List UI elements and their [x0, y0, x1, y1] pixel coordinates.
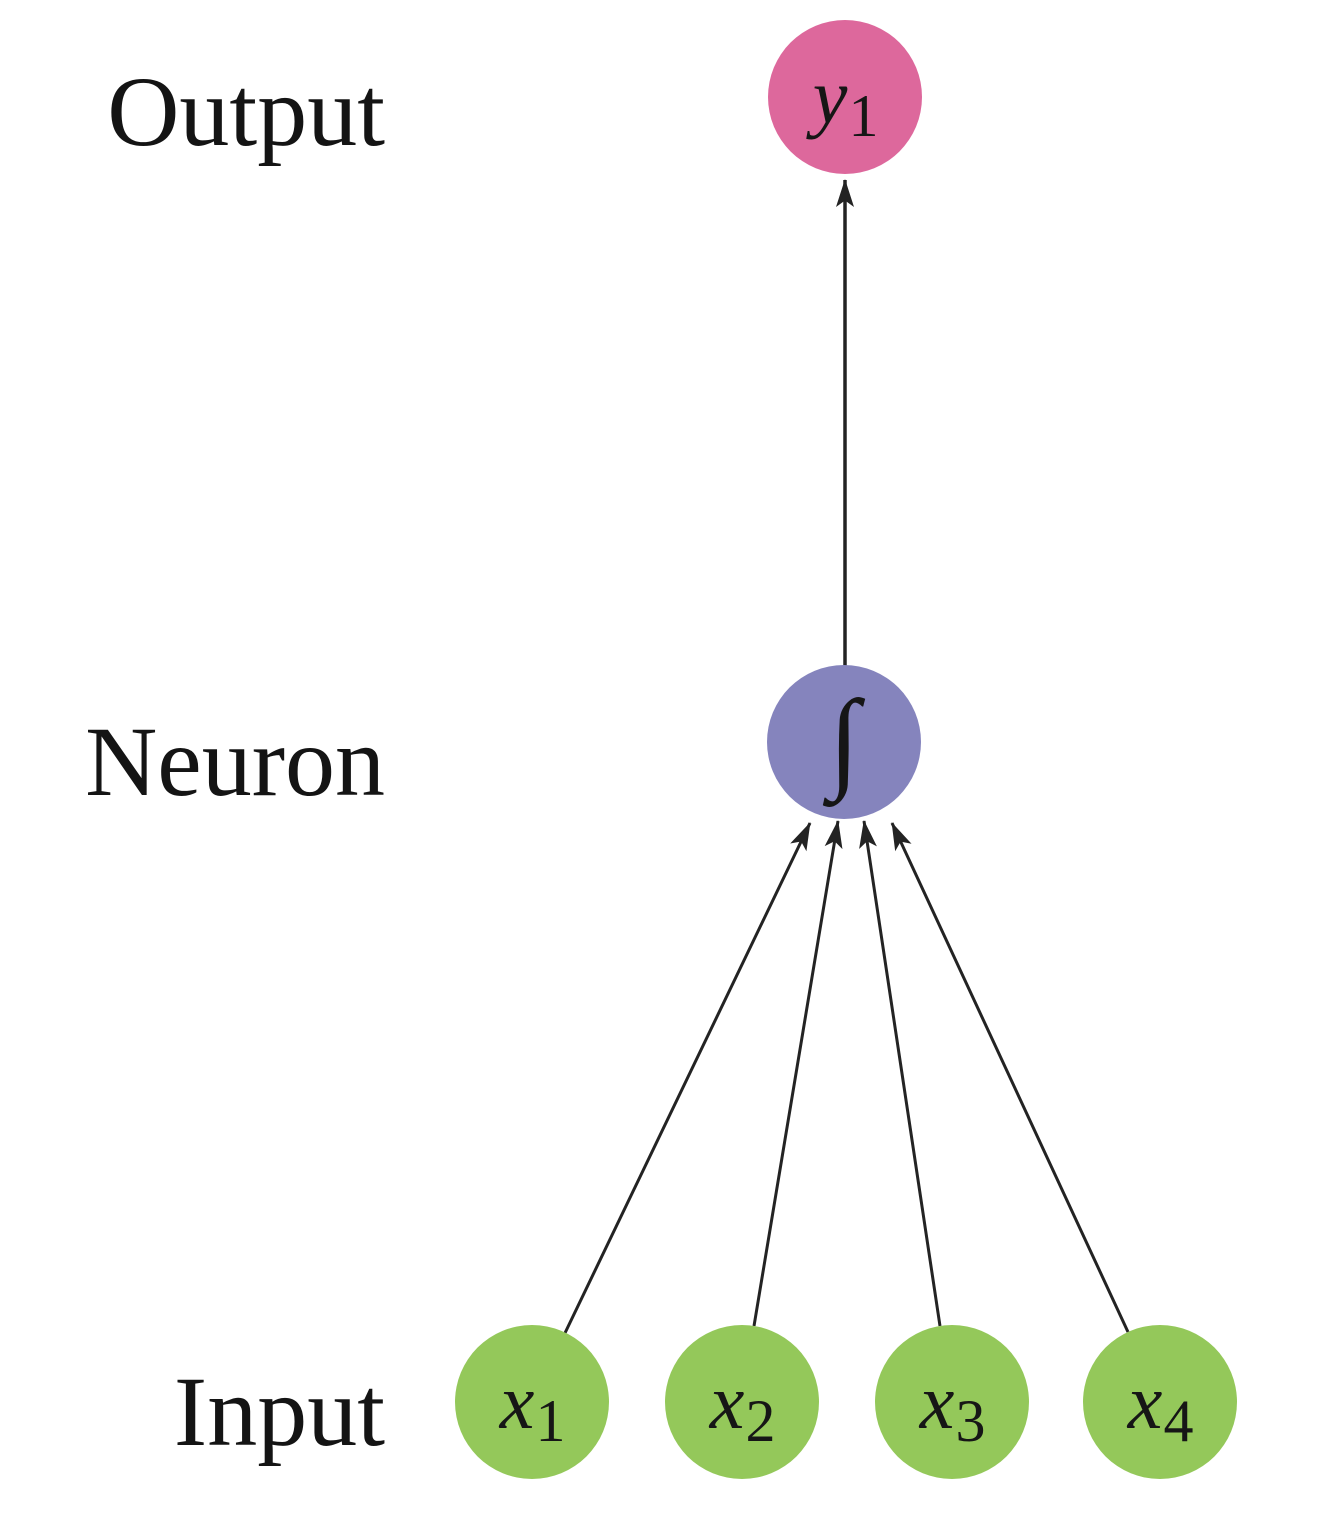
- node-neuron: ∫: [767, 665, 921, 819]
- row-label-input: Input: [173, 1356, 385, 1467]
- node-y1-base: y: [812, 53, 848, 140]
- row-label-neuron: Neuron: [85, 706, 385, 817]
- node-x3-base: x: [919, 1358, 955, 1445]
- node-input-x2: x2: [665, 1325, 819, 1479]
- node-x2-base: x: [709, 1358, 745, 1445]
- node-output-y1: y1: [768, 20, 922, 174]
- node-input-x1: x1: [455, 1325, 609, 1479]
- node-input-x4: x4: [1083, 1325, 1237, 1479]
- node-label-x3: x3: [920, 1363, 986, 1452]
- node-input-x3: x3: [875, 1325, 1029, 1479]
- node-label-x1: x1: [500, 1363, 566, 1452]
- node-label-x2: x2: [710, 1363, 776, 1452]
- row-label-output: Output: [107, 56, 385, 167]
- node-x4-subscript: 4: [1163, 1388, 1194, 1455]
- node-x3-subscript: 3: [955, 1388, 986, 1455]
- edge-x2-neuron: [752, 820, 843, 1327]
- edge-x4-neuron: [890, 822, 1130, 1333]
- node-x2-subscript: 2: [745, 1388, 776, 1455]
- node-x1-subscript: 1: [535, 1388, 566, 1455]
- node-x1-base: x: [499, 1358, 535, 1445]
- node-y1-subscript: 1: [848, 83, 879, 150]
- edge-x3-neuron: [859, 820, 942, 1327]
- node-label-y1: y1: [813, 58, 879, 147]
- integral-symbol: ∫: [828, 678, 860, 802]
- node-label-x4: x4: [1128, 1363, 1194, 1452]
- node-x4-base: x: [1127, 1358, 1163, 1445]
- edge-x1-neuron: [563, 822, 812, 1334]
